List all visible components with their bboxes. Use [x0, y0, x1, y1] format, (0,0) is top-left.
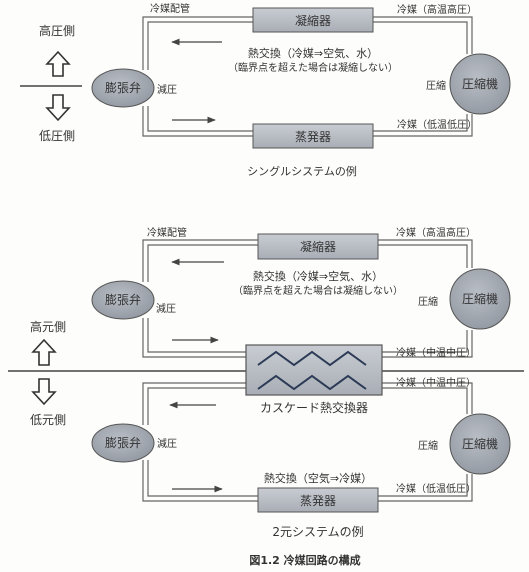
- refrigerant-pipe-label-2: 冷媒配管: [147, 226, 187, 239]
- cascade-hx-label: カスケード熱交換器: [260, 400, 368, 415]
- supercritical-note: （臨界点を超えた場合は凝縮しない）: [228, 61, 398, 74]
- single-system-caption: シングルシステムの例: [247, 164, 357, 178]
- expansion-valve: [91, 68, 155, 108]
- heat-exchange-label: 熱交換（冷媒⇒空気、水）: [248, 46, 378, 60]
- expansion-valve-lower-label: 膨張弁: [105, 435, 141, 450]
- compressor-label: 圧縮機: [462, 76, 498, 91]
- dual-system: 冷媒配管 凝縮器 冷媒（高温高圧） 熱交換（冷媒⇒空気、水） （臨界点を超えた場…: [8, 226, 524, 539]
- evaporator-box-2: [257, 487, 379, 513]
- low-stage-label: 低元側: [30, 413, 66, 427]
- single-system: 高圧側 低圧側 冷媒配管 凝縮器 冷媒（高温高圧） 熱交換（冷媒⇒空気、水） （…: [20, 2, 511, 178]
- dual-system-caption: 2元システムの例: [272, 525, 363, 539]
- heat-exchange-label-2: 熱交換（冷媒⇒空気、水）: [253, 269, 383, 283]
- down-arrow-icon: [45, 94, 71, 122]
- evaporator-label: 蒸発器: [295, 130, 331, 144]
- compressor-lower-label: 圧縮機: [462, 436, 498, 451]
- refrigerant-low-label-2: 冷媒（低温低圧）: [396, 482, 476, 495]
- refrigerant-pipe-label: 冷媒配管: [150, 2, 190, 15]
- up-arrow-icon: [45, 50, 71, 77]
- expansion-valve-label: 膨張弁: [105, 80, 141, 95]
- compressor: [449, 53, 511, 115]
- cascade-heat-exchanger: [245, 344, 383, 396]
- compressor-lower: [449, 413, 511, 475]
- refrigerant-mid-upper-label: 冷媒（中温中圧）: [396, 346, 476, 359]
- refrigerant-high-label-2: 冷媒（高温高圧）: [396, 226, 476, 239]
- compress-upper-label: 圧縮: [418, 295, 438, 308]
- depressurize-lower-label: 減圧: [157, 437, 177, 450]
- figure-caption: 図1.2 冷媒回路の構成: [249, 553, 360, 567]
- expansion-valve-upper: [91, 280, 155, 320]
- compress-lower-label: 圧縮: [418, 439, 438, 452]
- refrigerant-high-label: 冷媒（高温高圧）: [397, 3, 477, 16]
- refrigerant-low-label: 冷媒（低温低圧）: [397, 118, 477, 131]
- condenser-label-2: 凝縮器: [300, 239, 336, 254]
- heat-exchange-lower-label: 熱交換（空気⇒冷媒）: [264, 471, 372, 485]
- low-pressure-side-label: 低圧側: [39, 129, 75, 143]
- high-stage-label: 高元側: [30, 319, 66, 334]
- condenser-box-2: [257, 233, 379, 260]
- evaporator-label-2: 蒸発器: [300, 494, 336, 508]
- upper-loop-piping: [142, 239, 473, 358]
- lower-loop-piping: [142, 382, 473, 502]
- compress-label: 圧縮: [426, 79, 446, 92]
- down-arrow-icon-2: [31, 378, 57, 406]
- compressor-upper-label: 圧縮機: [462, 291, 498, 306]
- depressurize-upper-label: 減圧: [156, 302, 176, 315]
- condenser-label: 凝縮器: [295, 13, 331, 28]
- refrigerant-piping: [142, 16, 473, 137]
- expansion-valve-upper-label: 膨張弁: [105, 292, 141, 307]
- up-arrow-icon-2: [31, 338, 57, 366]
- refrigerant-mid-lower-label: 冷媒（中温中圧）: [396, 376, 476, 389]
- condenser-box: [252, 7, 374, 33]
- compressor-upper: [449, 268, 511, 330]
- supercritical-note-2: （臨界点を超えた場合は凝縮しない）: [233, 284, 403, 297]
- high-pressure-side-label: 高圧側: [39, 23, 75, 38]
- expansion-valve-lower: [91, 423, 155, 463]
- evaporator-box: [252, 123, 374, 149]
- depressurize-label: 減圧: [157, 83, 177, 96]
